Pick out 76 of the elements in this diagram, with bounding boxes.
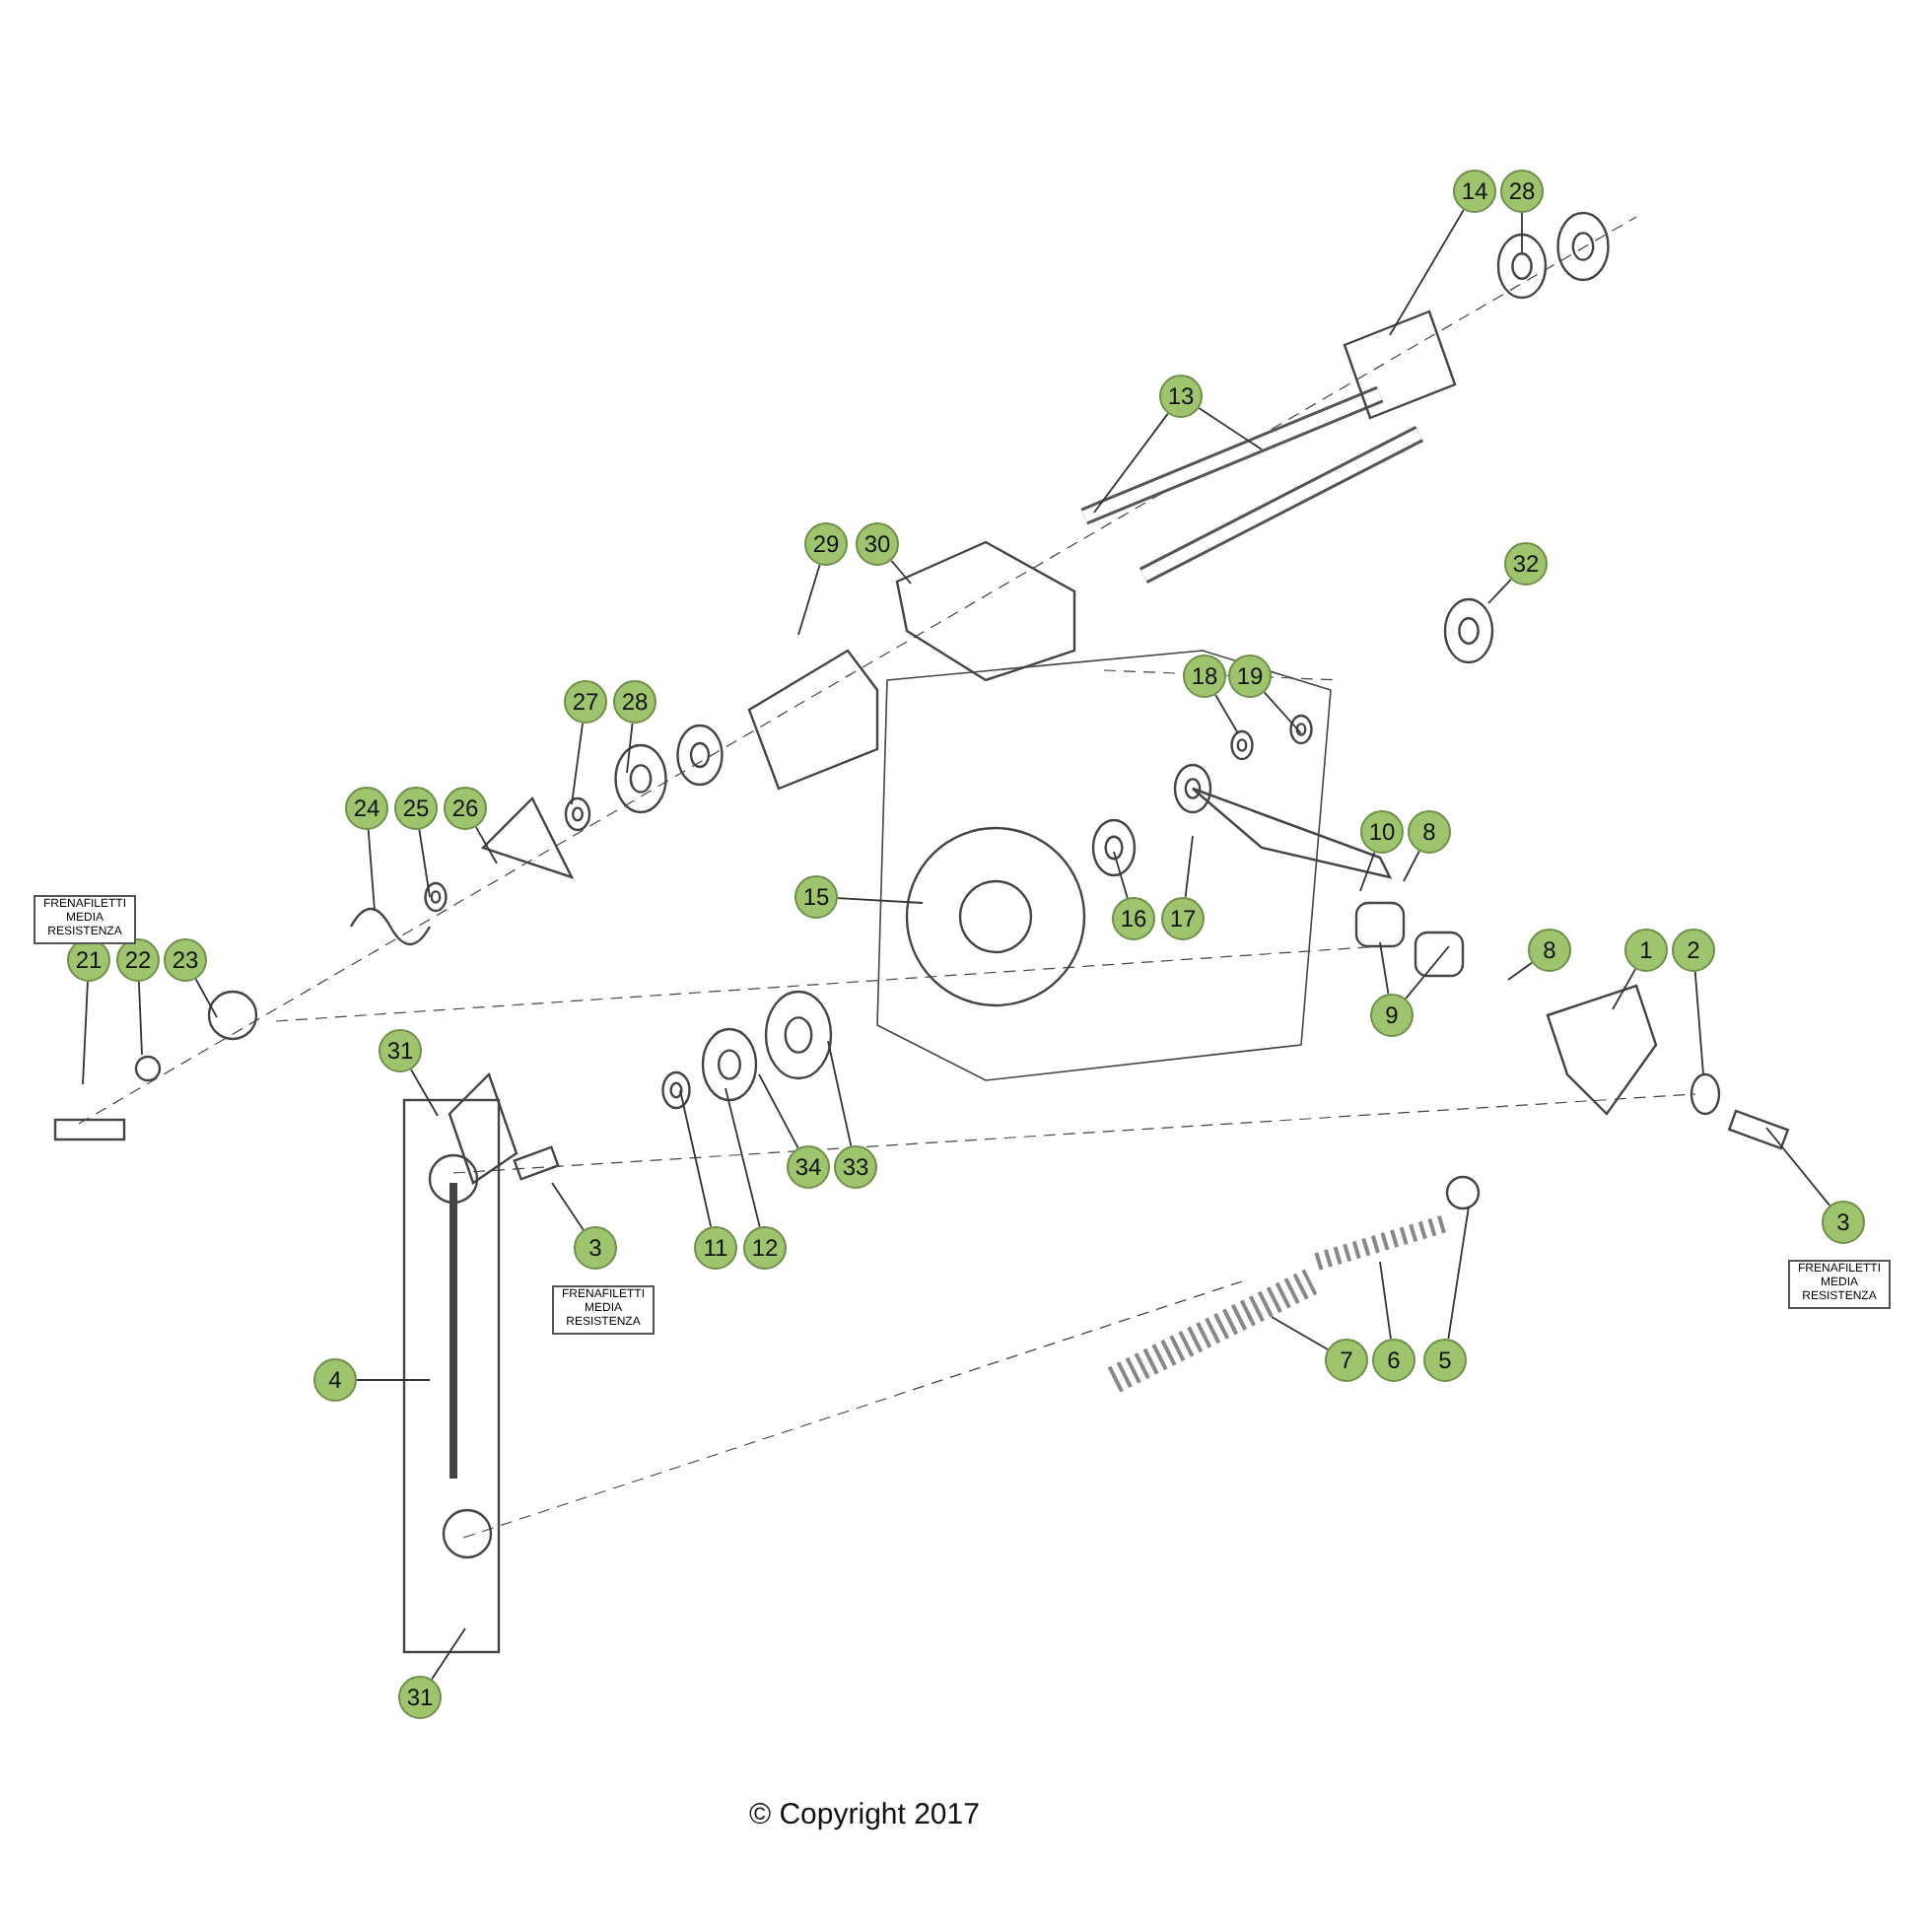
callout-number: 25 — [394, 787, 438, 830]
leader-line — [758, 1073, 799, 1149]
callout-number: 19 — [1228, 655, 1272, 698]
callout-number: 4 — [313, 1358, 357, 1402]
callout-number: 31 — [398, 1676, 442, 1719]
leader-line — [1447, 1206, 1470, 1341]
leader-line — [1214, 694, 1239, 734]
leader-line — [1271, 1316, 1329, 1350]
callout-number: 26 — [444, 787, 487, 830]
leader-line — [1389, 209, 1465, 336]
callout-number: 33 — [834, 1145, 877, 1189]
callout-number: 23 — [164, 938, 207, 982]
leader-line — [1113, 851, 1129, 899]
leader-line — [837, 897, 924, 904]
leader-line — [1379, 941, 1390, 996]
leader-line — [138, 981, 143, 1056]
leader-line — [1093, 412, 1169, 514]
copyright-text: © Copyright 2017 — [749, 1798, 980, 1831]
leader-line — [1263, 691, 1302, 734]
leader-line — [475, 826, 498, 864]
leader-line — [1765, 1127, 1831, 1207]
leader-line — [410, 1069, 439, 1117]
callout-number: 5 — [1423, 1339, 1467, 1382]
leader-line — [827, 1040, 853, 1147]
callout-number: 28 — [613, 680, 656, 724]
callout-number: 18 — [1183, 655, 1226, 698]
leader-line — [1487, 579, 1512, 604]
callout-number: 32 — [1504, 542, 1548, 586]
callout-number: 12 — [743, 1226, 787, 1270]
callout-number: 22 — [116, 938, 160, 982]
leader-line — [1521, 212, 1523, 253]
leader-line — [890, 559, 912, 585]
callout-number: 7 — [1325, 1339, 1368, 1382]
callout-number: 17 — [1161, 897, 1205, 940]
leader-line — [1379, 1261, 1392, 1341]
callout-number: 34 — [787, 1145, 830, 1189]
callout-number: 13 — [1159, 375, 1203, 418]
leader-line — [679, 1089, 713, 1228]
leader-line — [418, 828, 431, 898]
callout-number: 16 — [1112, 897, 1155, 940]
callout-number: 8 — [1408, 810, 1451, 854]
callout-number: 3 — [1822, 1201, 1865, 1244]
callout-number: 29 — [804, 522, 848, 566]
leader-line — [1184, 835, 1194, 899]
leader-line — [1507, 961, 1533, 981]
leader-line — [551, 1182, 585, 1231]
leader-line — [1693, 971, 1704, 1075]
leader-line — [194, 978, 218, 1018]
leader-line — [82, 981, 89, 1085]
callout-number: 2 — [1672, 929, 1715, 972]
callout-number: 9 — [1370, 994, 1414, 1037]
leader-line — [797, 564, 821, 636]
callout-number: 15 — [794, 875, 838, 919]
callout-number: 30 — [856, 522, 899, 566]
leader-line — [431, 1627, 466, 1681]
callout-number: 27 — [564, 680, 607, 724]
leader-line — [356, 1379, 431, 1381]
leader-line — [1198, 407, 1263, 450]
callout-number: 31 — [379, 1029, 422, 1072]
leader-line — [724, 1087, 761, 1228]
callout-number: 1 — [1624, 929, 1668, 972]
leader-line — [626, 722, 634, 774]
leader-line — [1612, 968, 1637, 1010]
callout-number: 3 — [574, 1226, 617, 1270]
leader-line — [1359, 851, 1376, 892]
callout-number: 11 — [694, 1226, 737, 1270]
callout-number: 6 — [1372, 1339, 1415, 1382]
callout-number: 8 — [1528, 929, 1571, 972]
leader-line — [571, 722, 584, 805]
callout-number: 24 — [345, 787, 388, 830]
callout-number: 14 — [1453, 170, 1496, 213]
leader-line — [367, 829, 376, 912]
leader-line — [1403, 850, 1420, 882]
leader-line — [1405, 945, 1450, 1000]
callout-number: 28 — [1500, 170, 1544, 213]
callout-number: 10 — [1360, 810, 1404, 854]
